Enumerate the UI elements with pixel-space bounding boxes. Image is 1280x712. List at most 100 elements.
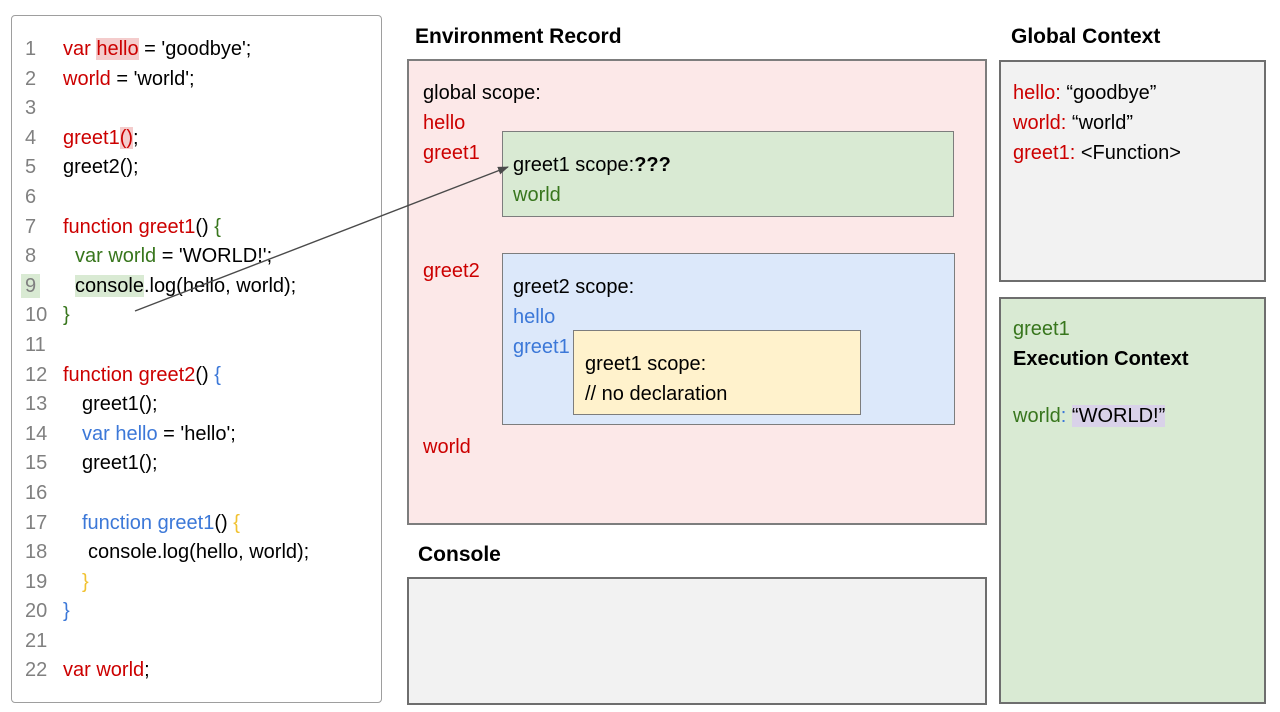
code-text: world = 'world';: [63, 65, 195, 95]
nested-greet1-scope-comment: // no declaration: [585, 379, 727, 409]
token: = 'WORLD!';: [156, 245, 273, 268]
token: “WORLD!”: [1071, 405, 1166, 427]
token: console: [75, 274, 144, 297]
token: (): [195, 215, 215, 238]
token: hello: [513, 306, 556, 328]
code-text: greet1();: [63, 124, 139, 154]
execution-context-entry-world: world: “WORLD!”: [1013, 401, 1166, 431]
token: {: [233, 511, 240, 534]
execution-context-box: [999, 297, 1266, 704]
code-text: function greet1() {: [63, 213, 221, 243]
token: <Function>: [1075, 142, 1181, 164]
code-text: greet1();: [63, 390, 158, 420]
code-line-3: 3: [12, 94, 381, 124]
code-line-11: 11: [12, 331, 381, 361]
token: var hello: [82, 422, 158, 445]
line-number: 2: [25, 67, 37, 90]
token: greet1: [1013, 318, 1070, 340]
token: (): [214, 511, 234, 534]
token: var world: [63, 659, 145, 682]
code-text: var hello = 'goodbye';: [63, 35, 251, 65]
greet2-scope-var-hello: hello: [513, 302, 555, 332]
token: greet1: [513, 336, 570, 358]
line-number: 22: [25, 659, 48, 682]
code-line-1: 1 var hello = 'goodbye';: [12, 35, 381, 65]
global-var-greet1: greet1: [423, 142, 480, 164]
code-text: greet2();: [63, 153, 139, 183]
line-number: 12: [25, 363, 48, 386]
code-line-2: 2 world = 'world';: [12, 65, 381, 95]
code-line-4: 4 greet1();: [12, 124, 381, 154]
line-number: 11: [25, 333, 46, 356]
line-number: 14: [25, 422, 48, 445]
line-number: 19: [25, 570, 48, 593]
line-number: 7: [25, 215, 37, 238]
token: // no declaration: [585, 383, 728, 405]
code-line-15: 15 greet1();: [12, 449, 381, 479]
console-title: Console: [418, 543, 501, 566]
line-number: 1: [25, 38, 37, 60]
code-line-7: 7 function greet1() {: [12, 213, 381, 243]
token: function greet1: [82, 511, 215, 534]
line-number: 8: [25, 245, 37, 268]
line-number: 21: [25, 629, 48, 652]
code-text: var world;: [63, 656, 150, 686]
line-number: 9: [21, 272, 63, 302]
line-number: 18: [25, 541, 48, 564]
line-number: 15: [25, 452, 48, 475]
token: “world”: [1066, 112, 1134, 134]
token: function greet2: [63, 363, 196, 386]
global-scope-label: global scope:: [423, 82, 541, 104]
code-text: greet1();: [63, 449, 158, 479]
global-context-entry-world: world: “world”: [1013, 108, 1133, 138]
greet2-scope-heading: greet2 scope:: [513, 272, 634, 302]
code-line-16: 16: [12, 479, 381, 509]
line-number: 13: [25, 393, 48, 416]
code-line-22: 22 var world;: [12, 656, 381, 686]
token: hello:: [1013, 82, 1061, 104]
token: ;: [133, 126, 139, 149]
global-context-box: [999, 60, 1266, 282]
token: greet1 scope:: [585, 353, 707, 375]
token: (): [119, 126, 134, 149]
greet1-scope-box: [502, 131, 954, 217]
line-number: 4: [25, 126, 37, 149]
environment-record-title: Environment Record: [415, 25, 622, 48]
code-lines: 1 var hello = 'goodbye'; 2 world = 'world';…: [12, 35, 381, 686]
code-line-10: 10}: [12, 301, 381, 331]
token: console.log(hello, world);: [88, 541, 310, 564]
token: greet1: [63, 126, 120, 149]
code-line-8: 8 var world = 'WORLD!';: [12, 242, 381, 272]
line-number: 16: [25, 481, 48, 504]
token: world: [1013, 405, 1061, 427]
token: hello: [96, 38, 139, 60]
token: ;: [144, 659, 150, 682]
code-text: console.log(hello, world);: [63, 272, 296, 302]
global-var-greet2: greet2: [423, 260, 480, 282]
token: world: [63, 67, 111, 90]
code-text: var hello = 'hello';: [63, 420, 236, 450]
code-line-20: 20}: [12, 597, 381, 627]
line-number: 3: [25, 97, 37, 120]
greet2-scope-var-greet1: greet1: [513, 332, 570, 362]
code-line-19: 19}: [12, 568, 381, 598]
token: greet1();: [82, 452, 158, 475]
greet1-scope-heading: greet1 scope:???: [513, 150, 671, 180]
token: world:: [1013, 112, 1067, 134]
global-context-entry-hello: hello: “goodbye”: [1013, 78, 1156, 108]
token: greet2();: [63, 156, 139, 179]
code-text: }: [63, 568, 89, 598]
global-var-world: world: [423, 436, 471, 458]
code-line-5: 5 greet2();: [12, 153, 381, 183]
token: var world: [75, 245, 157, 268]
token: “goodbye”: [1060, 82, 1157, 104]
token: = 'world';: [110, 67, 195, 90]
token: .log(hello, world);: [143, 274, 297, 297]
line-number: 5: [25, 156, 37, 179]
token: world: [513, 184, 561, 206]
execution-context-heading: Execution Context: [1013, 348, 1189, 370]
token: greet2 scope:: [513, 276, 635, 298]
code-panel: 1 var hello = 'goodbye'; 2 world = 'world';…: [11, 15, 382, 703]
